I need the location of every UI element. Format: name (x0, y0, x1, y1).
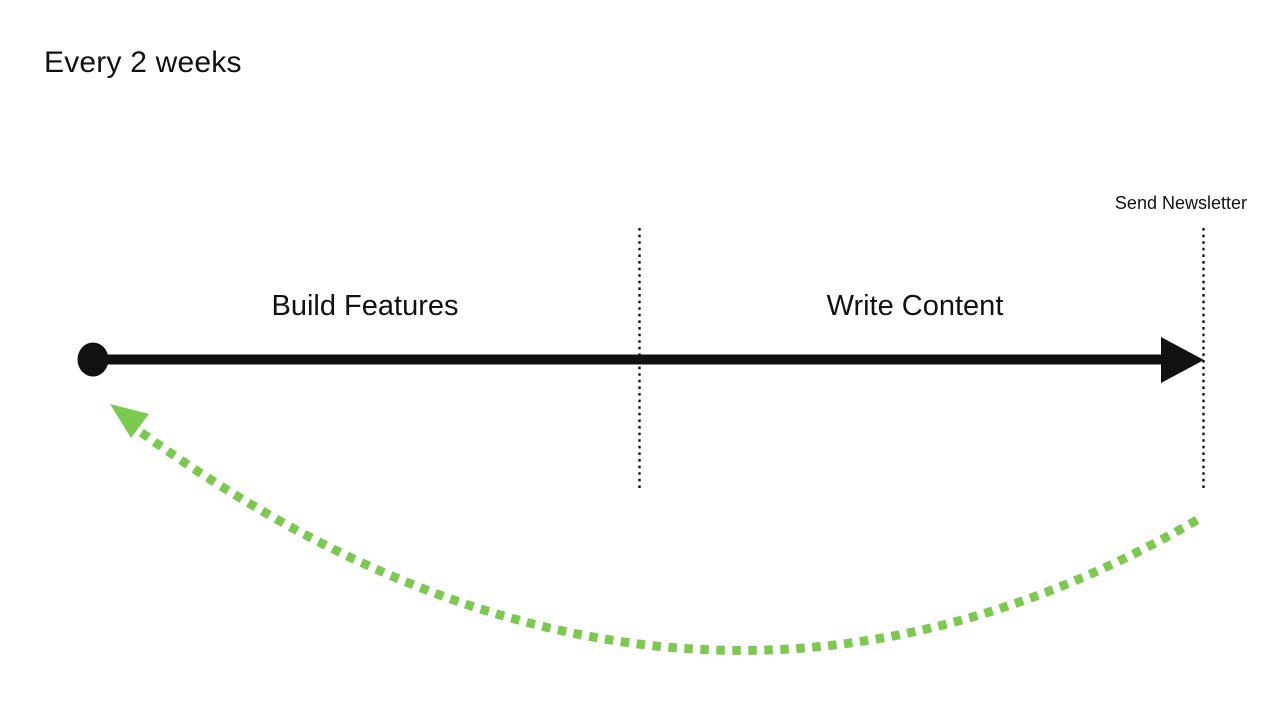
timeline-start-dot (77, 342, 109, 377)
page-title: Every 2 weeks (44, 46, 242, 79)
phase-label-build-features: Build Features (271, 290, 459, 322)
phase-label-write-content: Write Content (826, 290, 1004, 322)
milestone-label: Send Newsletter (1114, 193, 1247, 213)
loop-back-arrowhead-icon (110, 404, 149, 438)
timeline-arrowhead-icon (1161, 337, 1204, 383)
loop-back-curve (135, 426, 1200, 655)
